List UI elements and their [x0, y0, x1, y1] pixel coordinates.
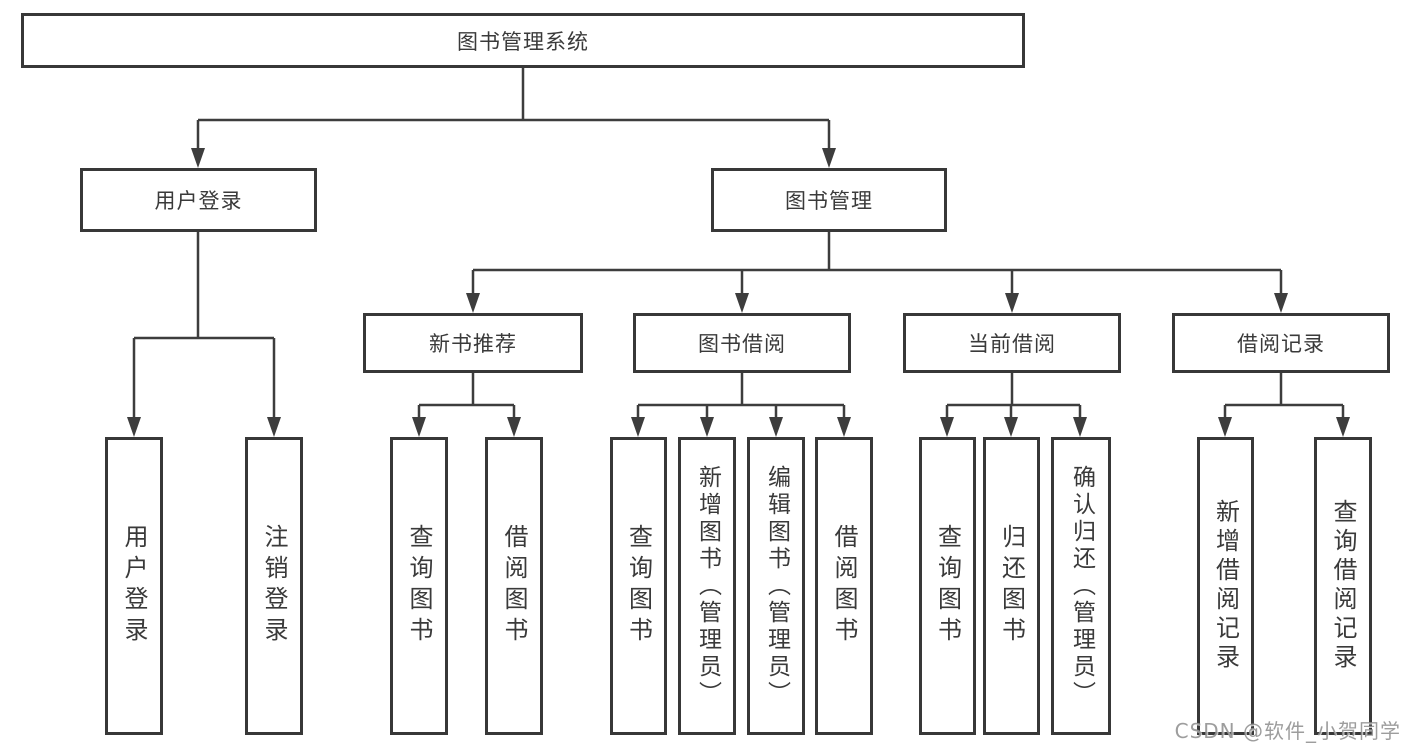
node-leaf-edit-books-admin: 编辑图书（管理员）	[747, 437, 805, 735]
node-leaf-borrow-books-1: 借阅图书	[485, 437, 543, 735]
node-label: 查询借阅记录	[1329, 499, 1357, 673]
csdn-watermark: CSDN @软件_小贺同学	[1174, 719, 1401, 743]
node-leaf-borrow-books-2: 借阅图书	[815, 437, 873, 735]
node-label: 确认归还（管理员）	[1068, 464, 1095, 708]
node-leaf-confirm-return-admin: 确认归还（管理员）	[1051, 437, 1111, 735]
node-label: 编辑图书（管理员）	[763, 464, 790, 708]
node-leaf-query-borrow-record: 查询借阅记录	[1314, 437, 1372, 735]
node-label: 查询图书	[405, 524, 433, 648]
node-label: 查询图书	[624, 524, 653, 648]
node-leaf-return-books: 归还图书	[983, 437, 1040, 735]
node-user-login: 用户登录	[80, 168, 317, 232]
node-label: 用户登录	[120, 524, 148, 648]
node-leaf-query-books-2: 查询图书	[610, 437, 667, 735]
node-leaf-query-books-3: 查询图书	[919, 437, 976, 735]
node-leaf-logout: 注销登录	[245, 437, 303, 735]
node-label: 新增借阅记录	[1211, 499, 1240, 673]
node-leaf-user-login: 用户登录	[105, 437, 163, 735]
node-leaf-add-borrow-record: 新增借阅记录	[1197, 437, 1254, 735]
node-root: 图书管理系统	[21, 13, 1025, 68]
node-borrow-record: 借阅记录	[1172, 313, 1390, 373]
node-label: 归还图书	[997, 524, 1026, 648]
node-label: 注销登录	[260, 524, 288, 648]
node-current-borrow: 当前借阅	[903, 313, 1121, 373]
node-book-management: 图书管理	[711, 168, 947, 232]
node-new-book-recommend: 新书推荐	[363, 313, 583, 373]
node-book-borrow: 图书借阅	[633, 313, 851, 373]
node-label: 查询图书	[933, 524, 962, 648]
node-label: 借阅图书	[500, 524, 528, 648]
node-leaf-query-books-1: 查询图书	[390, 437, 448, 735]
node-leaf-add-books-admin: 新增图书（管理员）	[678, 437, 736, 735]
node-label: 借阅图书	[830, 524, 858, 648]
node-label: 新增图书（管理员）	[694, 464, 721, 708]
